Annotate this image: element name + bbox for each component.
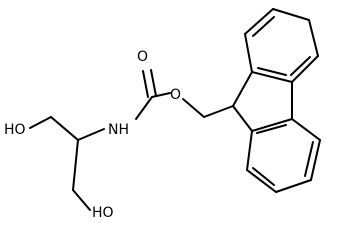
bond-lower-2	[291, 118, 321, 141]
bond-carbonyl-double-b	[150, 69, 157, 97]
bond-ch-ch2-bottom	[72, 139, 79, 191]
bond-upper-1	[244, 33, 253, 73]
bond-ch2-top-ch	[50, 116, 79, 141]
bond-lower-inner-2	[304, 141, 314, 177]
bond-lower-6	[246, 130, 253, 171]
bond-upper-inner-3	[257, 67, 287, 76]
bond-upper-5	[291, 55, 319, 83]
bond-upper-inner-2	[290, 56, 311, 76]
atom-labels: HO HO NH O O	[4, 49, 181, 220]
bond-upper-inner-1	[252, 16, 275, 37]
bond-nh-carbonyl-c	[135, 96, 153, 120]
bond-carbonyl-c-ester-o	[151, 92, 171, 98]
carbonyl-oxygen-label: O	[137, 49, 148, 65]
bond-carbonyl-double-a	[142, 70, 149, 98]
hydroxyl-top-label: HO	[4, 122, 26, 138]
bond-lower-1	[251, 118, 293, 132]
bond-upper-4	[308, 19, 319, 57]
diol-chain	[29, 69, 234, 211]
bond-ester-o-ch2	[182, 98, 205, 118]
bond-ch-nh	[77, 128, 105, 141]
bond-ho-ch2-top	[29, 116, 52, 129]
bond-lower-4	[275, 179, 312, 193]
hydroxyl-bottom-label: HO	[92, 205, 114, 220]
chemical-structure: HO HO NH O O	[4, 8, 321, 220]
bond-upper-2	[244, 8, 274, 35]
bond-c9-c8a	[232, 105, 253, 132]
fluorene-ring-system	[232, 8, 321, 193]
bond-lower-inner-1	[256, 124, 287, 134]
bond-ch2-bottom-ho	[72, 189, 91, 211]
bond-ch2-c9	[203, 105, 234, 118]
bond-upper-3	[272, 8, 310, 21]
ester-oxygen-label: O	[170, 87, 181, 103]
bond-c9-c9a	[232, 71, 253, 107]
bond-lower-5	[246, 169, 277, 193]
amide-nitrogen-label: NH	[108, 122, 129, 138]
bond-upper-6	[251, 71, 293, 83]
bond-lower-inner-3	[252, 167, 275, 186]
bond-lower-3	[310, 139, 321, 181]
